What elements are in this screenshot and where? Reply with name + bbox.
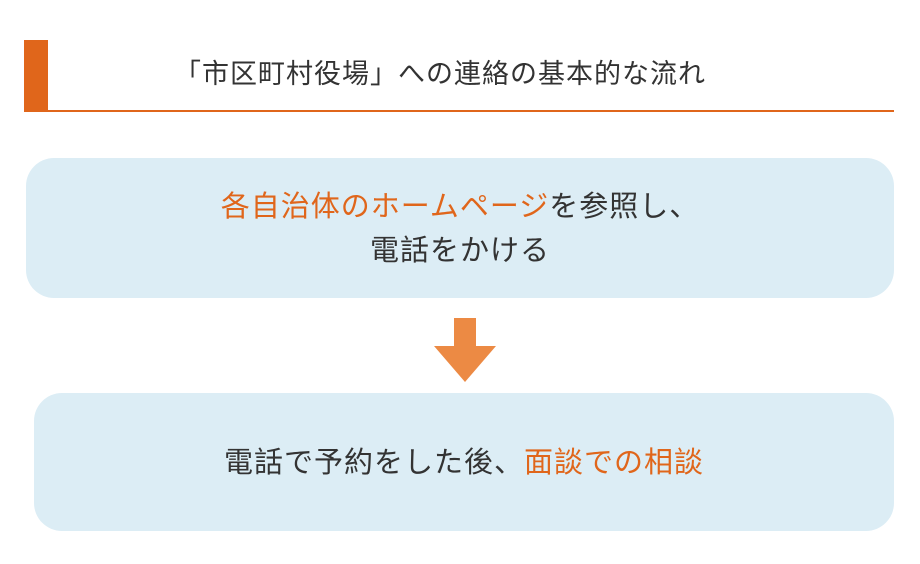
step-1-highlight: 各自治体のホームページ [220,189,550,223]
step-2-line: 電話で予約をした後、面談での相談 [224,440,704,484]
step-box-1: 各自治体のホームページを参照し、 電話をかける [26,158,894,298]
step-2-highlight: 面談での相談 [524,445,705,479]
page-title: 「市区町村役場」への連絡の基本的な流れ [174,59,706,90]
title-accent-bar [24,40,48,110]
title-bar: 「市区町村役場」への連絡の基本的な流れ [24,40,894,112]
step-1-line-2: 電話をかける [369,233,550,267]
step-1-line-1-rest: を参照し、 [549,189,700,223]
step-2-prefix: 電話で予約をした後、 [223,445,524,479]
down-arrow-icon [434,318,496,382]
step-box-2: 電話で予約をした後、面談での相談 [34,393,894,531]
step-1-line-1: 各自治体のホームページを参照し、 [221,184,700,228]
